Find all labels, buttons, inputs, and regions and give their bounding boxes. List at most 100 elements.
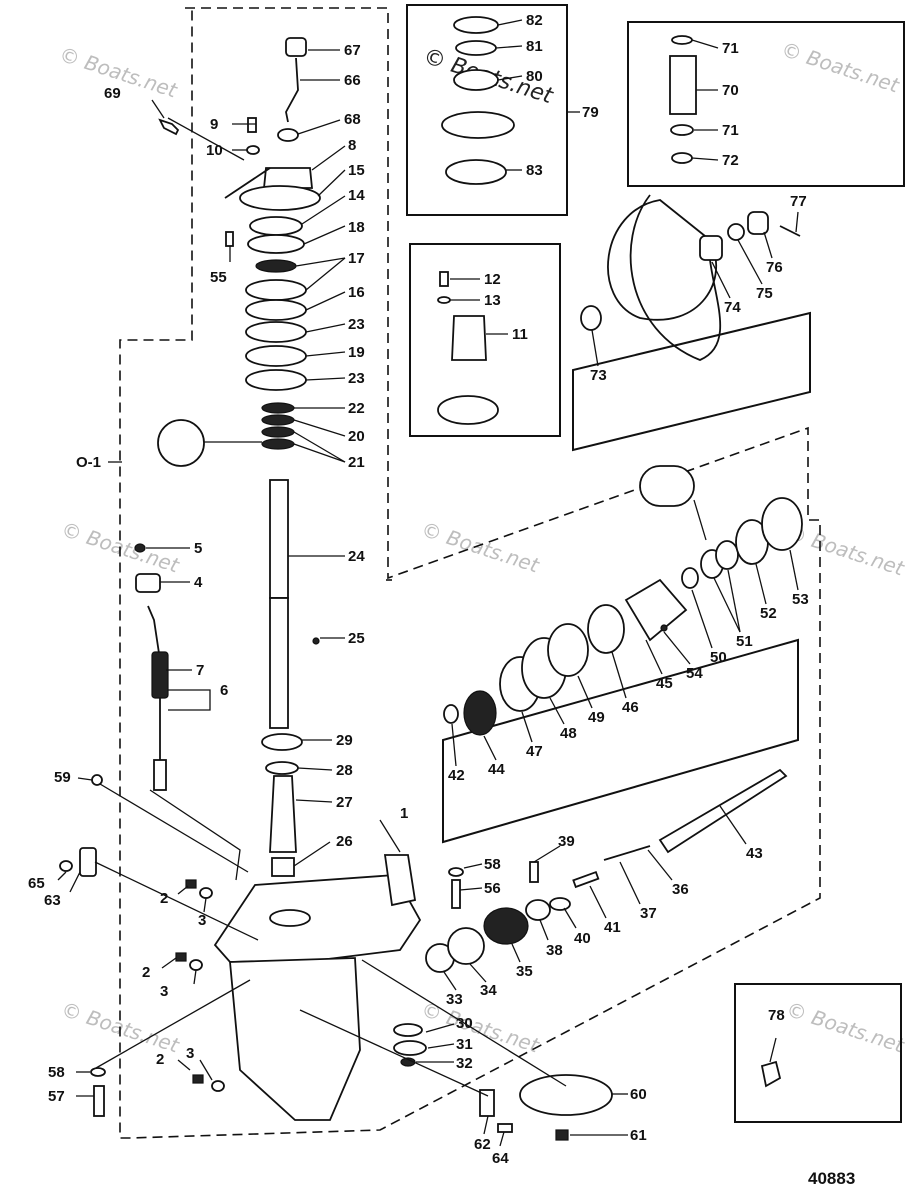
label-3c: 3 <box>186 1045 194 1062</box>
label-35: 35 <box>516 963 533 980</box>
part-70-sleeve <box>669 55 697 115</box>
label-78: 78 <box>768 1007 785 1024</box>
label-60: 60 <box>630 1086 647 1103</box>
label-18: 18 <box>348 219 365 236</box>
part-18-impeller <box>255 259 297 273</box>
label-71a: 71 <box>722 40 739 57</box>
label-39: 39 <box>558 833 575 850</box>
label-2b: 2 <box>142 964 150 981</box>
label-80: 80 <box>526 68 543 85</box>
parts <box>59 16 803 1141</box>
part-15-insert <box>249 216 303 236</box>
part-5-screw <box>134 543 146 553</box>
label-32: 32 <box>456 1055 473 1072</box>
label-40: 40 <box>574 930 591 947</box>
label-4: 4 <box>194 574 203 591</box>
detail-seal-magnifier <box>157 419 205 467</box>
part-3-washer-b <box>189 959 203 971</box>
part-76-nut <box>747 211 769 235</box>
part-13-washer <box>437 296 451 304</box>
label-64: 64 <box>492 1150 509 1167</box>
part-8-flange <box>239 185 321 211</box>
label-53: 53 <box>792 591 809 608</box>
label-65: 65 <box>28 875 45 892</box>
label-22: 22 <box>348 400 365 417</box>
label-19: 19 <box>348 344 365 361</box>
part-54-pin <box>660 624 668 632</box>
label-57: 57 <box>48 1088 65 1105</box>
part-2-screw-c <box>192 1074 204 1084</box>
label-23b: 23 <box>348 370 365 387</box>
part-45-bearing-carrier <box>624 578 688 642</box>
part-23-gasket-b <box>245 369 307 391</box>
part-4-bushing <box>135 573 161 593</box>
label-41: 41 <box>604 919 621 936</box>
label-70: 70 <box>722 82 739 99</box>
label-43: 43 <box>746 845 763 862</box>
water-pump-kit-box <box>406 4 568 216</box>
part-39-pin <box>529 861 539 883</box>
label-71b: 71 <box>722 122 739 139</box>
label-25: 25 <box>348 630 365 647</box>
dashed-outlines <box>108 7 821 1139</box>
part-83-gasket <box>445 159 507 185</box>
part-11-housing <box>451 315 487 361</box>
part-79-plate <box>441 111 515 139</box>
label-58b: 58 <box>484 856 501 873</box>
label-8: 8 <box>348 137 356 154</box>
part-23-gasket <box>245 321 307 343</box>
part-26-bearing <box>271 857 295 877</box>
label-59: 59 <box>54 769 71 786</box>
label-5: 5 <box>194 540 202 557</box>
part-53-retainer <box>761 497 803 551</box>
part-35-gear <box>483 907 529 945</box>
label-82: 82 <box>526 12 543 29</box>
label-69: 69 <box>104 85 121 102</box>
part-81 <box>455 40 497 56</box>
part-27-tube <box>269 775 297 853</box>
sleeve-kit-box <box>627 21 905 187</box>
label-14: 14 <box>348 187 365 204</box>
label-61: 61 <box>630 1127 647 1144</box>
part-60-plate <box>519 1074 613 1116</box>
housing-bore <box>269 909 311 927</box>
part-2-screw-b <box>175 952 187 962</box>
label-50: 50 <box>710 649 727 666</box>
label-47: 47 <box>526 743 543 760</box>
part-50-bearing <box>681 567 699 589</box>
part-9-screw <box>247 117 257 133</box>
part-21-seal-b <box>261 438 295 450</box>
part-2-screw <box>185 879 197 889</box>
label-33: 33 <box>446 991 463 1008</box>
label-56: 56 <box>484 880 501 897</box>
part-72-washer <box>671 152 693 164</box>
part-1-gear-housing-lower <box>229 957 361 1121</box>
part-25-pin <box>312 637 320 645</box>
part-37-spring <box>603 845 651 861</box>
part-69-clip <box>158 118 180 136</box>
label-3a: 3 <box>198 912 206 929</box>
part-71-o-ring <box>671 35 693 45</box>
part-7-spring <box>151 651 169 699</box>
label-17: 17 <box>348 250 365 267</box>
part-73-thrust-hub <box>580 305 602 331</box>
label-9: 9 <box>210 116 218 133</box>
part-59-plug <box>91 774 103 786</box>
part-8-pump-body <box>263 167 313 189</box>
label-38: 38 <box>546 942 563 959</box>
label-55: 55 <box>210 269 227 286</box>
label-12: 12 <box>484 271 501 288</box>
part-64-screw <box>497 1123 513 1133</box>
part-20-seal <box>261 414 295 426</box>
part-66-shift-rod <box>285 57 299 123</box>
part-24-driveshaft-lower <box>269 597 289 729</box>
watermark: © Boats.net <box>418 517 543 578</box>
label-2c: 2 <box>156 1051 164 1068</box>
inset-boxes <box>406 4 905 1123</box>
label-23a: 23 <box>348 316 365 333</box>
watermark: © Boats.net <box>778 37 903 98</box>
drawing-number: 40883 <box>808 1169 855 1188</box>
label-7: 7 <box>196 662 204 679</box>
part-62-anode <box>479 1089 495 1117</box>
part-11-base <box>437 395 499 425</box>
